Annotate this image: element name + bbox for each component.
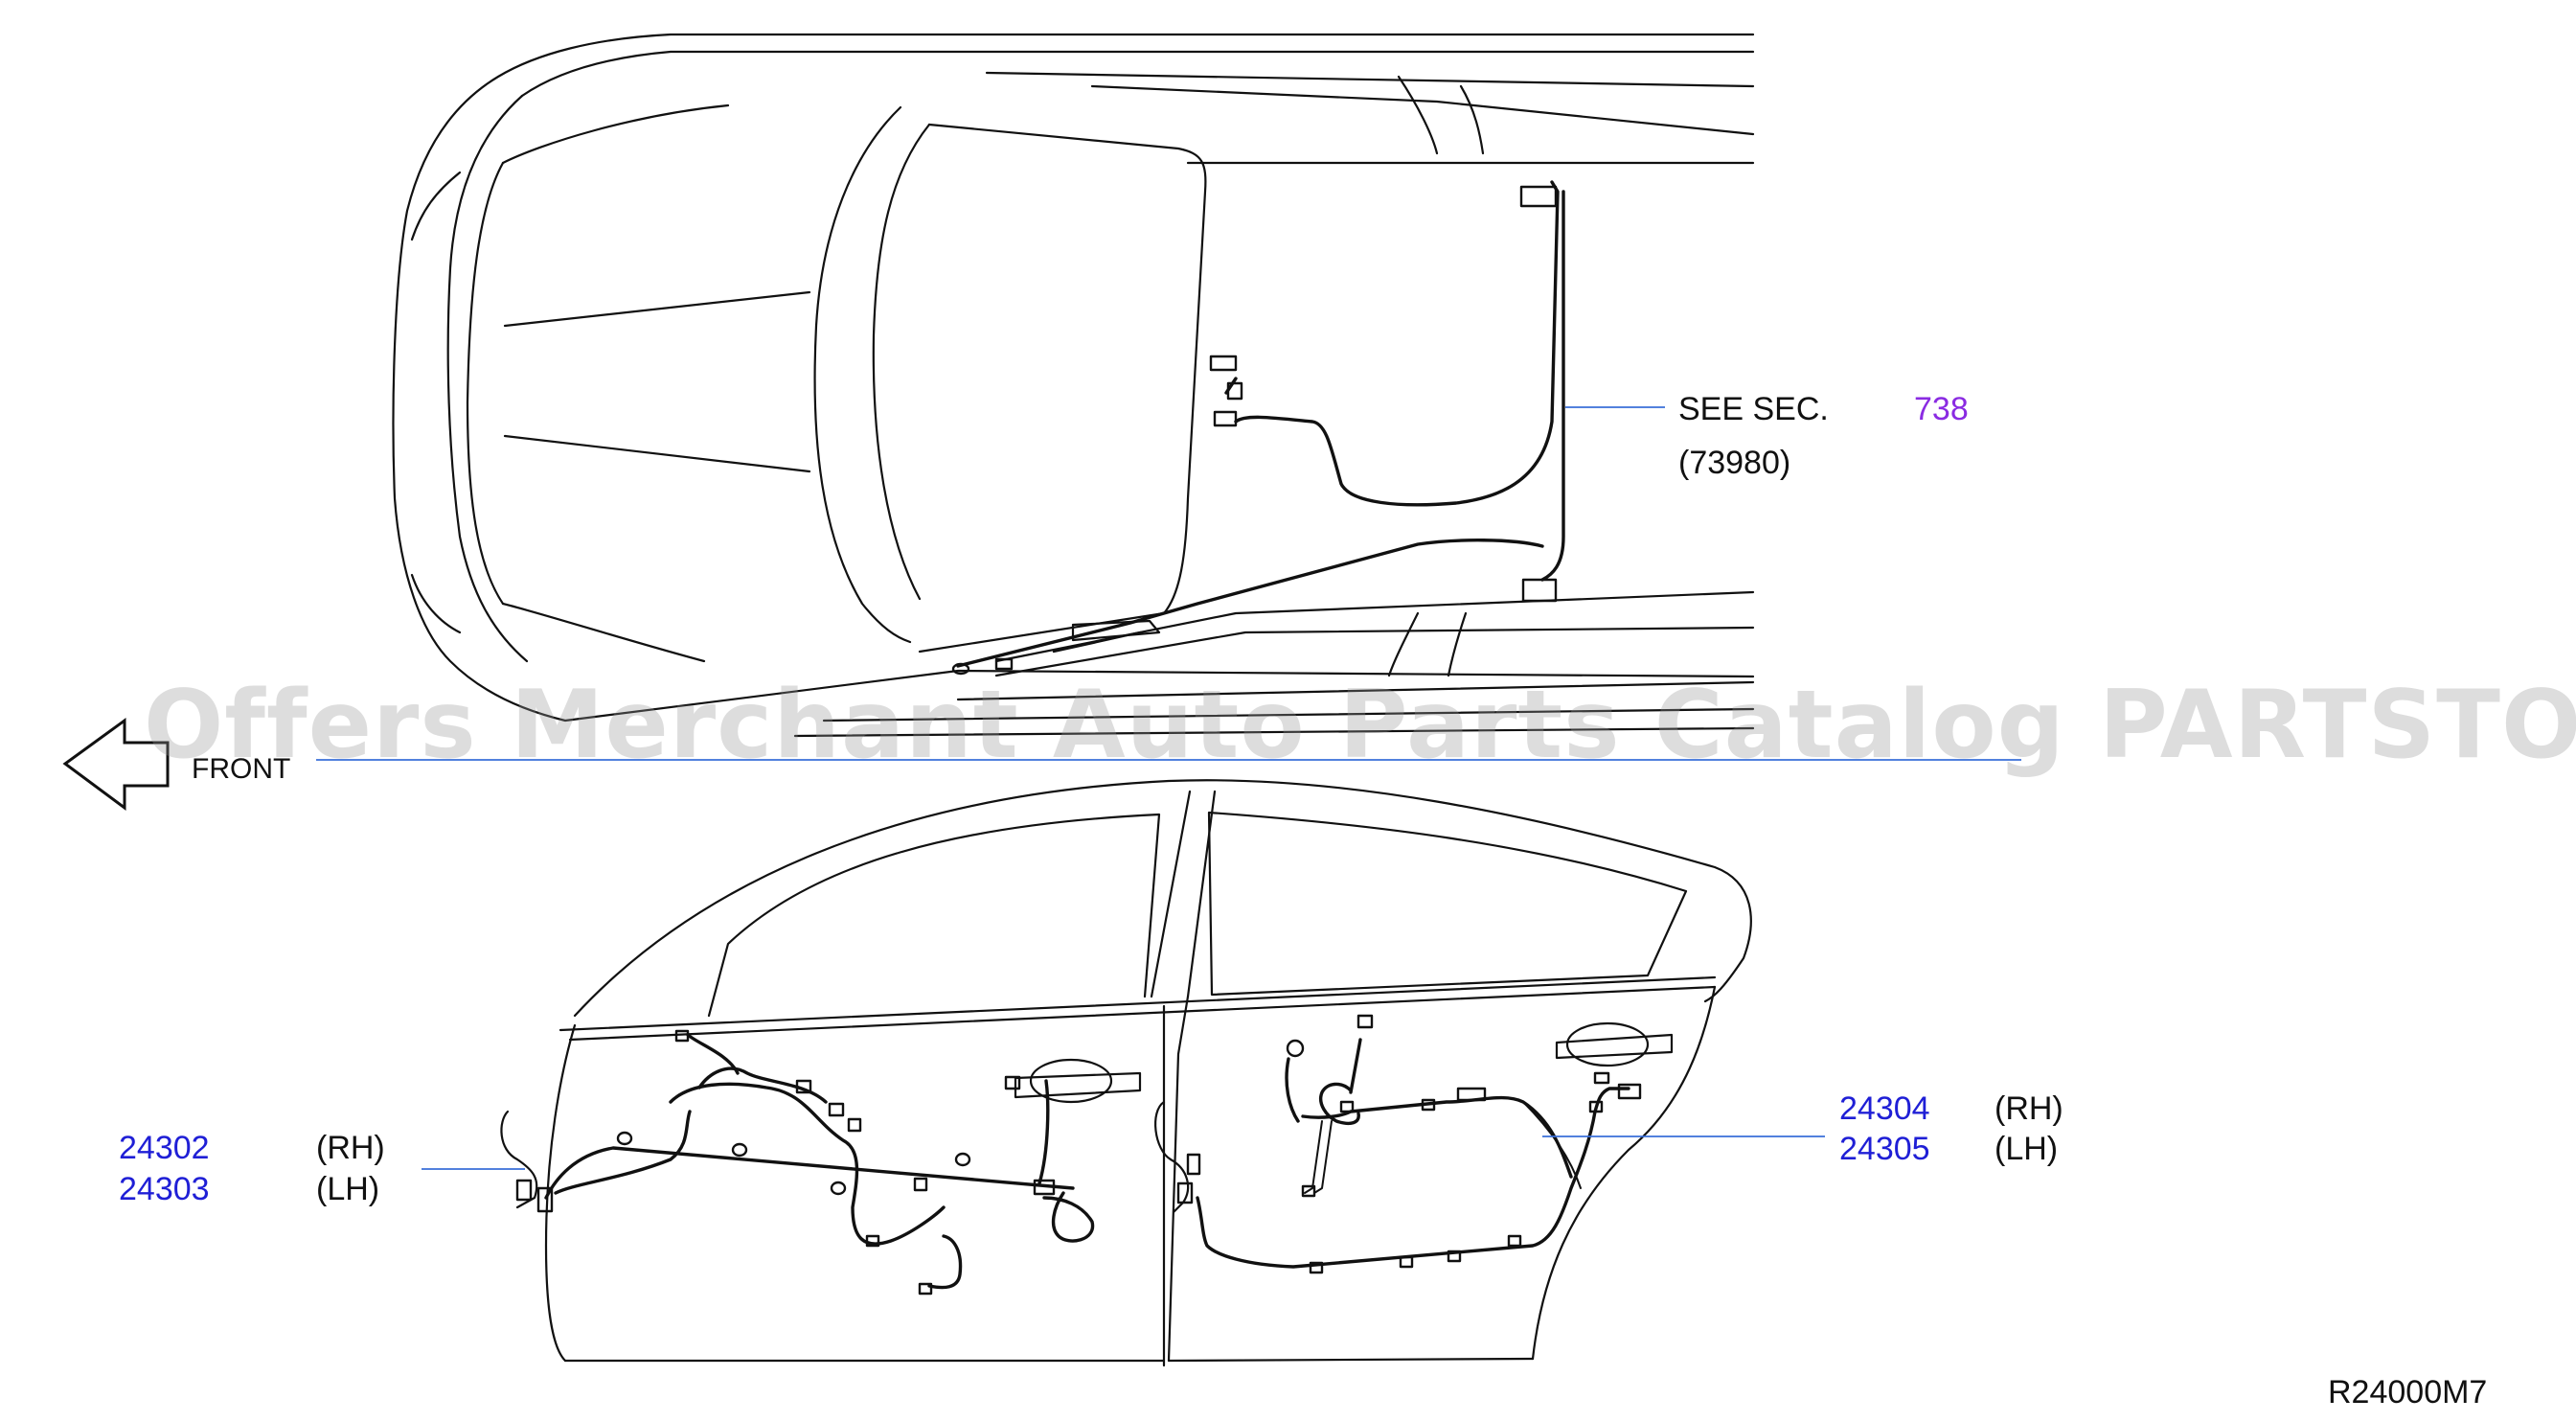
front-label: FRONT [192, 753, 291, 785]
rear-door-light-strip [1304, 1101, 1582, 1194]
car-top-view [392, 33, 1755, 738]
see-sec-label: SEE SEC. [1678, 391, 1829, 427]
watermark: Offers Merchant Auto Parts Catalog PARTS… [144, 671, 2576, 780]
rear-door-connectors [1176, 1014, 1642, 1274]
side-lh-front: (LH) [316, 1171, 380, 1207]
part-link-24304[interactable]: 24304 [1839, 1090, 1930, 1127]
side-rh-rear: (RH) [1995, 1090, 2063, 1127]
part-link-24305[interactable]: 24305 [1839, 1131, 1930, 1167]
front-door-connectors [515, 1029, 1056, 1296]
side-lh-rear: (LH) [1995, 1131, 2059, 1167]
part-link-24302[interactable]: 24302 [119, 1130, 210, 1166]
diagram-code: R24000M7 [2328, 1374, 2488, 1411]
side-rh-front: (RH) [316, 1130, 385, 1166]
front-arrow-icon [62, 718, 170, 811]
leader-lines [316, 406, 2021, 1170]
part-link-24303[interactable]: 24303 [119, 1171, 210, 1207]
front-door-harness [544, 1033, 1095, 1290]
roof-harness [956, 180, 1565, 668]
see-sec-number-link[interactable]: 738 [1914, 391, 1969, 427]
see-sec-part-number: (73980) [1678, 445, 1791, 481]
car-side-view [500, 779, 1752, 1367]
roof-connectors [951, 185, 1558, 676]
